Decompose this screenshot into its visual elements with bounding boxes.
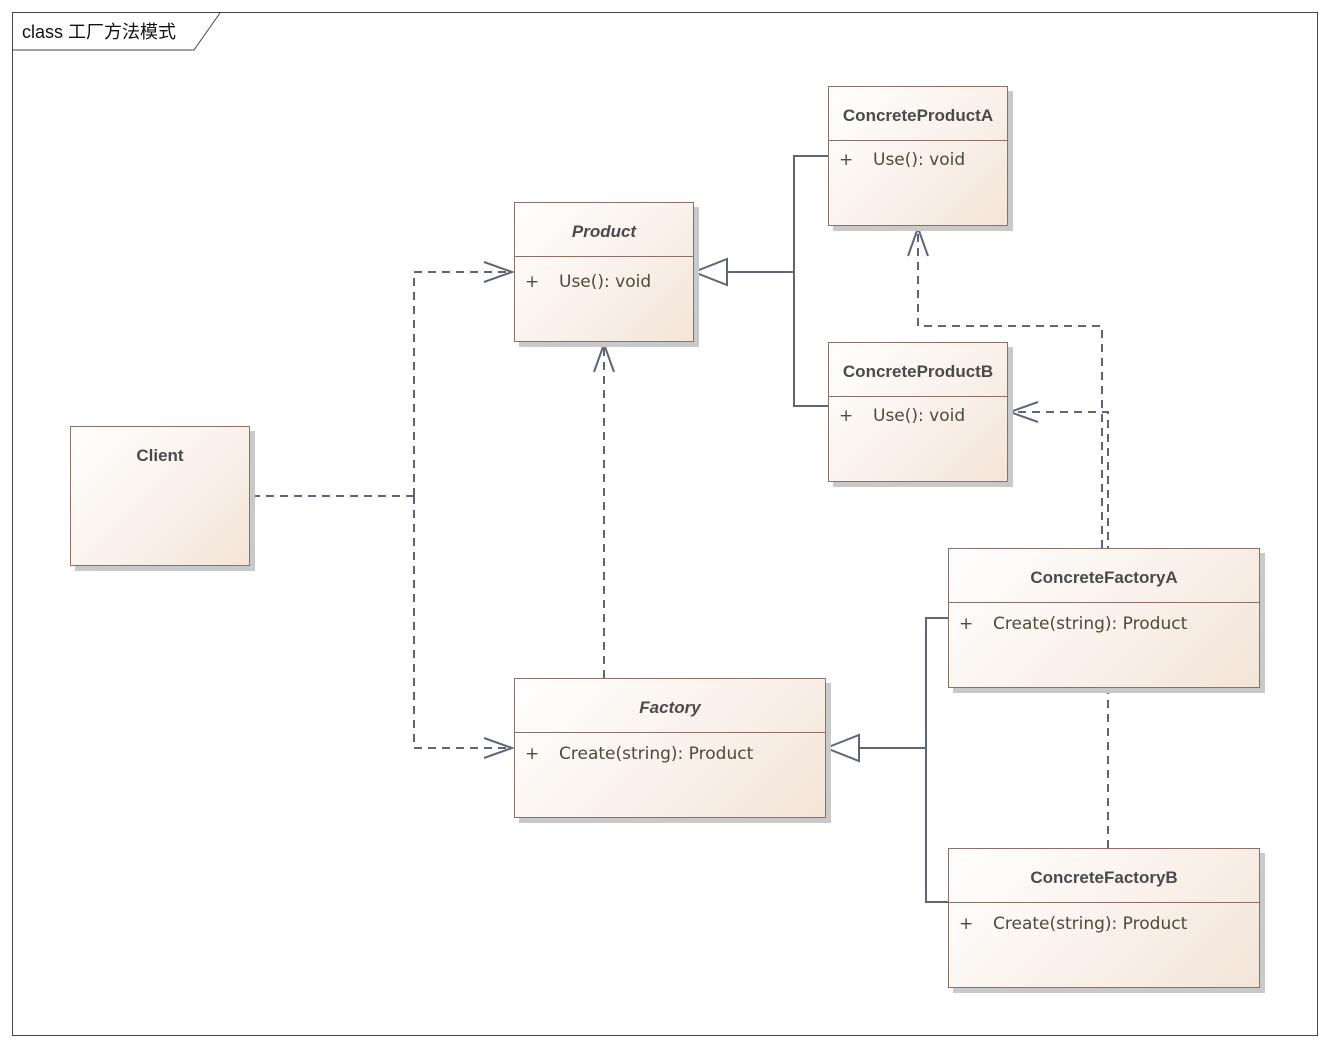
dependency-factory-b-product-b — [1010, 411, 1109, 848]
dependency-factory-a-product-a — [917, 228, 1103, 548]
class-concrete-factory-a[interactable]: ConcreteFactoryA + Create(string): Produ… — [948, 548, 1260, 688]
visibility-marker: + — [959, 914, 974, 934]
class-product[interactable]: Product + Use(): void — [514, 202, 694, 342]
visibility-marker: + — [525, 272, 540, 292]
visibility-marker: + — [959, 614, 974, 634]
dependency-arrowhead-factory-product — [593, 341, 615, 373]
operation-signature: Use(): void — [873, 150, 966, 170]
class-concrete-product-a[interactable]: ConcreteProductA + Use(): void — [828, 86, 1008, 226]
diagram-title: class 工厂方法模式 — [22, 22, 177, 42]
operation-row: + Create(string): Product — [949, 609, 1259, 639]
operation-signature: Create(string): Product — [993, 914, 1188, 934]
class-name: ConcreteFactoryB — [949, 849, 1259, 903]
visibility-marker: + — [525, 744, 540, 764]
diagram-title-tab — [12, 12, 221, 51]
operation-signature: Use(): void — [873, 406, 966, 426]
generalization-product-a — [727, 155, 828, 273]
class-concrete-product-b[interactable]: ConcreteProductB + Use(): void — [828, 342, 1008, 482]
dependency-client-product — [413, 271, 512, 496]
generalization-factory-b — [925, 748, 948, 903]
dependency-arrowhead-product-a — [907, 225, 929, 257]
operation-row: + Create(string): Product — [515, 739, 825, 769]
dependency-arrowhead-client-product — [483, 261, 515, 283]
operation-row: + Use(): void — [829, 401, 1007, 431]
operation-signature: Create(string): Product — [993, 614, 1188, 634]
class-name: ConcreteProductB — [829, 343, 1007, 397]
generalization-arrowhead-product — [691, 257, 728, 287]
generalization-product-b — [793, 272, 828, 407]
operation-row: + Use(): void — [515, 267, 693, 297]
class-client[interactable]: Client — [70, 426, 250, 566]
generalization-arrowhead-factory — [823, 733, 860, 763]
operation-row: + Create(string): Product — [949, 909, 1259, 939]
class-name: ConcreteProductA — [829, 87, 1007, 141]
operation-signature: Use(): void — [559, 272, 652, 292]
class-name: Factory — [515, 679, 825, 733]
class-concrete-factory-b[interactable]: ConcreteFactoryB + Create(string): Produ… — [948, 848, 1260, 988]
dependency-arrowhead-product-b — [1007, 401, 1039, 423]
class-factory[interactable]: Factory + Create(string): Product — [514, 678, 826, 818]
operation-signature: Create(string): Product — [559, 744, 754, 764]
class-name: ConcreteFactoryA — [949, 549, 1259, 603]
dependency-client-factory — [413, 496, 512, 749]
class-name: Client — [136, 446, 184, 465]
visibility-marker: + — [839, 150, 854, 170]
generalization-factory-a — [859, 617, 948, 749]
class-name: Product — [515, 203, 693, 257]
visibility-marker: + — [839, 406, 854, 426]
dependency-arrowhead-client-factory — [483, 737, 515, 759]
operation-row: + Use(): void — [829, 145, 1007, 175]
